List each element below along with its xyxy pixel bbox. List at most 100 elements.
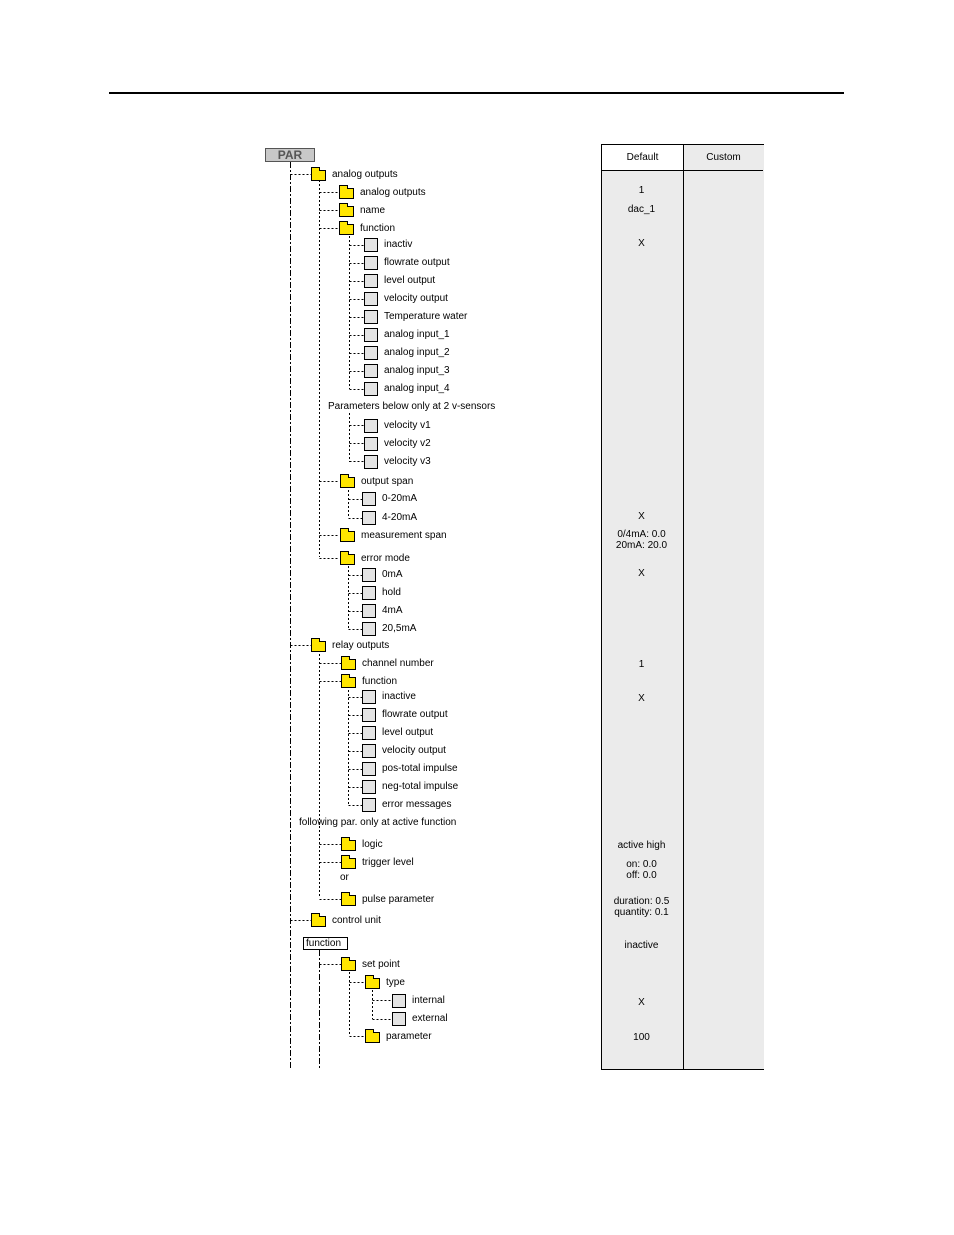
node-label: flowrate output: [384, 257, 450, 268]
default-value-11: inactive: [624, 940, 659, 951]
node-label: function: [360, 223, 396, 234]
node-label: velocity output: [384, 293, 448, 304]
default-header: Default: [626, 152, 659, 163]
checkbox-icon: [362, 604, 376, 618]
node-label: measurement span: [361, 530, 447, 541]
node-label: error mode: [361, 553, 410, 564]
default-value-9: on: 0.0 off: 0.0: [626, 859, 657, 881]
checkbox-icon: [364, 455, 378, 469]
node-label: trigger level: [362, 857, 414, 868]
default-value-8: active high: [617, 840, 666, 851]
folder-icon: [339, 185, 354, 199]
checkbox-icon: [364, 238, 378, 252]
node-label: pulse parameter: [362, 894, 435, 905]
checkbox-icon: [364, 382, 378, 396]
checkbox-icon: [362, 511, 376, 525]
node-label: set point: [362, 959, 400, 970]
node-label: flowrate output: [382, 709, 448, 720]
node-label: analog input_3: [384, 365, 450, 376]
node-label: Temperature water: [384, 311, 468, 322]
folder-icon: [341, 855, 356, 869]
node-label: function: [362, 676, 398, 687]
node-label: velocity v1: [384, 420, 431, 431]
folder-icon: [365, 1029, 380, 1043]
checkbox-icon: [362, 690, 376, 704]
folder-icon: [340, 551, 355, 565]
checkbox-icon: [364, 437, 378, 451]
node-label: analog input_2: [384, 347, 450, 358]
folder-icon: [341, 892, 356, 906]
node-label: relay outputs: [332, 640, 390, 651]
folder-icon: [339, 203, 354, 217]
folder-icon: [341, 674, 356, 688]
folder-icon: [340, 528, 355, 542]
checkbox-icon: [364, 292, 378, 306]
default-column: [602, 171, 683, 1069]
checkbox-icon: [362, 492, 376, 506]
folder-icon: [311, 638, 326, 652]
folder-icon: [311, 167, 326, 181]
node-label: 20,5mA: [382, 623, 417, 634]
checkbox-icon: [392, 1012, 406, 1026]
checkbox-icon: [362, 586, 376, 600]
node-label: external: [412, 1013, 448, 1024]
checkbox-icon: [364, 328, 378, 342]
node-label: velocity v2: [384, 438, 431, 449]
node-label: channel number: [362, 658, 434, 669]
node-label: error messages: [382, 799, 452, 810]
node-label: parameter: [386, 1031, 432, 1042]
node-label: velocity v3: [384, 456, 431, 467]
checkbox-icon: [364, 274, 378, 288]
default-value-12: X: [638, 997, 645, 1008]
parameter-values-table: Default Custom: [601, 144, 764, 1070]
node-label: 4mA: [382, 605, 403, 616]
node-label: pos-total impulse: [382, 763, 458, 774]
default-value-0: 1: [638, 185, 645, 196]
node-label: 0-20mA: [382, 493, 418, 504]
node-label: 4-20mA: [382, 512, 418, 523]
node-label: logic: [362, 839, 383, 850]
node-label: analog input_1: [384, 329, 450, 340]
node-label: velocity output: [382, 745, 446, 756]
note-active-function: following par. only at active function: [299, 817, 457, 828]
node-label: control unit: [332, 915, 381, 926]
checkbox-icon: [362, 762, 376, 776]
default-value-7: X: [638, 693, 645, 704]
default-value-5: X: [638, 568, 645, 579]
folder-icon: [365, 975, 380, 989]
checkbox-icon: [364, 346, 378, 360]
checkbox-icon: [362, 708, 376, 722]
checkbox-icon: [362, 780, 376, 794]
node-label: analog input_4: [384, 383, 450, 394]
checkbox-icon: [364, 256, 378, 270]
checkbox-icon: [364, 419, 378, 433]
header-divider: [602, 170, 763, 171]
default-value-1: dac_1: [627, 204, 656, 215]
default-value-2: X: [638, 238, 645, 249]
checkbox-icon: [362, 726, 376, 740]
custom-header: Custom: [706, 152, 741, 163]
folder-icon: [341, 957, 356, 971]
default-value-10: duration: 0.5 quantity: 0.1: [613, 896, 670, 918]
node-label: type: [386, 977, 405, 988]
checkbox-icon: [362, 798, 376, 812]
default-value-6: 1: [638, 659, 645, 670]
default-value-4: 0/4mA: 0.0 20mA: 20.0: [615, 529, 668, 551]
node-label: 0mA: [382, 569, 403, 580]
checkbox-icon: [362, 568, 376, 582]
note-or: or: [340, 872, 349, 883]
checkbox-icon: [392, 994, 406, 1008]
node-label: inactiv: [384, 239, 413, 250]
function-box: function: [303, 937, 348, 950]
default-value-13: 100: [633, 1032, 650, 1043]
folder-icon: [340, 474, 355, 488]
node-label: analog outputs: [360, 187, 426, 198]
custom-column: [683, 145, 764, 1069]
node-label: neg-total impulse: [382, 781, 459, 792]
node-label: name: [360, 205, 386, 216]
default-value-3: X: [638, 511, 645, 522]
node-label: level output: [384, 275, 436, 286]
node-label: analog outputs: [332, 169, 398, 180]
checkbox-icon: [364, 310, 378, 324]
